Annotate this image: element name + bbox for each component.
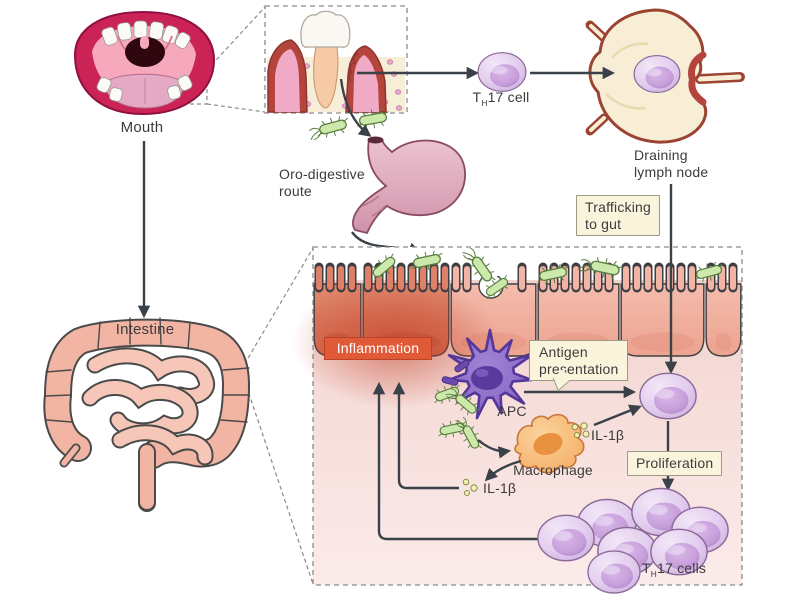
haustra-lines (44, 317, 250, 423)
il1b-dots-upper (571, 422, 590, 438)
il1b-dots-lower (462, 478, 478, 496)
gum-left-inner (275, 49, 300, 112)
intestine-label: Intestine (115, 321, 175, 338)
engulfed-bacterium (454, 359, 470, 373)
arrow-bacteria-to-macrophage (477, 439, 512, 459)
macrophage-cell (514, 413, 585, 474)
il1b-upper-label: IL-1β (591, 427, 625, 443)
uvula (140, 36, 149, 49)
il1b-lower-label: IL-1β (483, 480, 517, 496)
th17-cell-illustration (477, 52, 527, 92)
trafficking-to-gut-label: Trafficking to gut (576, 195, 660, 237)
arrow-th17cells-to-inflammation (372, 381, 543, 541)
arrow-gum-to-stomach (339, 78, 372, 137)
gut-th17-cell (639, 372, 697, 420)
tooth-gum-inset (264, 5, 408, 114)
antigen-presentation-label: Antigen presentation (529, 340, 629, 392)
lymphocyte-in-node (633, 54, 681, 94)
inflammation-label: Inflammation (324, 337, 432, 360)
arrow-macrophage-to-il1b (484, 459, 522, 482)
apc-cell (441, 328, 535, 420)
lower-teeth (96, 75, 193, 102)
small-intestine-coils (81, 347, 216, 466)
gum-right-inner (353, 55, 379, 112)
apc-label: APC (497, 403, 527, 419)
arrow-il1b-to-inflammation (392, 381, 459, 490)
stomach-illustration (352, 136, 466, 235)
periodontal-pocket (348, 52, 359, 82)
macrophage-label: Macrophage (513, 462, 593, 478)
oro-digestive-route-label: Oro-digestive route (279, 166, 365, 199)
proliferation-label: Proliferation (627, 451, 723, 476)
draining-lymph-node-label: Draining lymph node (634, 147, 709, 180)
mouth-illustration (73, 10, 216, 116)
arrow-il1b-to-cell (593, 404, 642, 427)
mouth-label: Mouth (120, 119, 164, 136)
intestine-illustration (43, 317, 251, 512)
th17-cell-label: TH17 cell (472, 89, 530, 108)
th17-cells-label: TH17 cells (642, 560, 707, 579)
bacterium-icon (307, 114, 351, 142)
throat (125, 37, 165, 67)
tooth-root (313, 41, 339, 109)
lymph-node-illustration (585, 8, 745, 144)
engulfed-bacterium (441, 376, 459, 386)
tooth-crown (300, 10, 351, 48)
